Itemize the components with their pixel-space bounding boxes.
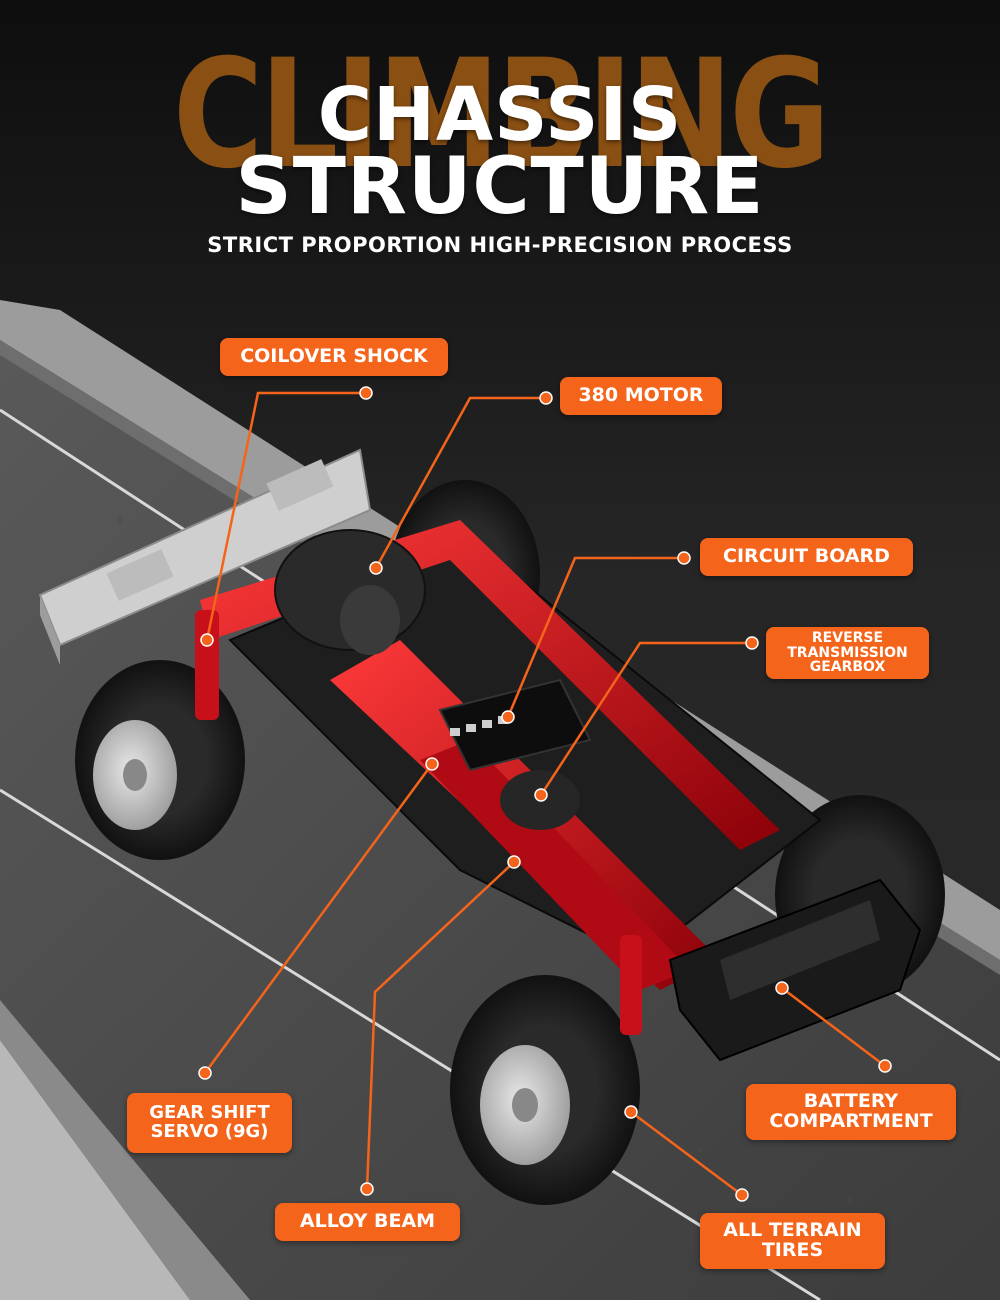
background-word: CLIMBING	[172, 28, 830, 202]
rear-left-tire	[75, 660, 245, 860]
title-line-1: CHASSIS	[317, 72, 683, 158]
callout-coilover-shock: COILOVER SHOCK	[220, 338, 448, 376]
leader-dots	[198, 386, 892, 1202]
leader-lines	[203, 391, 886, 1197]
front-left-tire	[450, 975, 640, 1205]
callout-all-terrain-tires: ALL TERRAIN TIRES	[700, 1213, 885, 1269]
callout-reverse-transmission-gearbox: REVERSE TRANSMISSION GEARBOX	[766, 627, 929, 679]
title-line-2: STRUCTURE	[235, 142, 765, 232]
chassis-illustration	[38, 448, 945, 1205]
callout-380-motor: 380 MOTOR	[560, 377, 722, 415]
callout-circuit-board: CIRCUIT BOARD	[700, 538, 913, 576]
callout-battery-compartment: BATTERY COMPARTMENT	[746, 1084, 956, 1140]
callout-alloy-beam: ALLOY BEAM	[275, 1203, 460, 1241]
subtitle: STRICT PROPORTION HIGH-PRECISION PROCESS	[207, 233, 793, 257]
callout-gear-shift-servo: GEAR SHIFT SERVO (9G)	[127, 1093, 292, 1153]
